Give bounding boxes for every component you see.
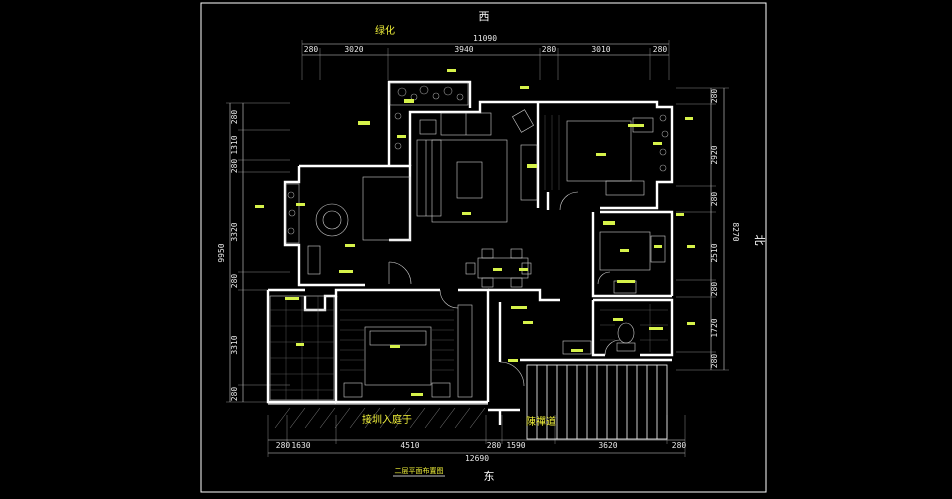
furniture (269, 85, 669, 401)
bottom-dimension-chain: 12690 280 1630 4510 280 1590 3620 280 (267, 415, 687, 463)
right-dim-seg: 2920 (710, 145, 719, 164)
walls (266, 80, 674, 425)
left-dim-seg: 280 (230, 159, 239, 174)
direction-bottom-label: 东 (484, 470, 495, 483)
bottom-dim-seg: 4510 (400, 441, 419, 450)
left-dimension-chain: 9950 280 1310 280 3320 280 3310 280 (217, 102, 290, 403)
bottom-dim-seg: 1630 (291, 441, 310, 450)
bottom-dim-seg: 1590 (506, 441, 525, 450)
bottom-dim-total: 12690 (465, 454, 489, 463)
right-dim-seg: 1720 (710, 318, 719, 337)
door-swings (388, 191, 621, 387)
top-dim-seg: 3010 (591, 45, 610, 54)
drawing-frame (200, 2, 767, 493)
left-dim-seg: 1310 (230, 135, 239, 154)
annotation-tags (255, 69, 695, 396)
top-dim-seg: 280 (304, 45, 319, 54)
left-dim-seg: 3320 (230, 222, 239, 241)
left-dim-seg: 280 (230, 274, 239, 289)
top-dim-total: 11090 (473, 34, 497, 43)
right-dim-seg: 280 (710, 354, 719, 369)
entrance-garden-label: 接圳入庭于 (362, 413, 412, 426)
right-dimension-chain: 8270 280 2920 280 2510 280 1720 280 (676, 87, 740, 371)
floor-hatching (270, 115, 668, 400)
garden-hatch (268, 403, 488, 429)
right-dim-seg: 280 (710, 282, 719, 297)
direction-right-label: 北 (753, 235, 766, 246)
right-dim-seg: 280 (710, 89, 719, 104)
right-dim-seg: 280 (710, 192, 719, 207)
bottom-dim-seg: 3620 (598, 441, 617, 450)
left-dim-seg: 280 (230, 387, 239, 402)
left-dim-total: 9950 (217, 243, 226, 262)
left-dim-seg: 280 (230, 110, 239, 125)
top-dim-seg: 280 (542, 45, 557, 54)
top-dim-seg: 3940 (454, 45, 473, 54)
stair-label: 陳禪道 (526, 415, 556, 428)
bottom-dim-seg: 280 (276, 441, 291, 450)
direction-top-label: 西 (479, 10, 490, 23)
bottom-dim-seg: 280 (487, 441, 502, 450)
right-dim-total: 8270 (731, 222, 740, 241)
bottom-dim-seg: 280 (672, 441, 687, 450)
drawing-title: 二层平面布置图 (395, 466, 444, 475)
stair-treads (526, 364, 668, 440)
greening-label: 绿化 (375, 24, 395, 37)
top-dim-seg: 280 (653, 45, 668, 54)
top-dim-seg: 3020 (344, 45, 363, 54)
top-dimension-chain: 11090 280 3020 3940 280 3010 280 (301, 34, 670, 80)
left-dim-seg: 3310 (230, 335, 239, 354)
right-dim-seg: 2510 (710, 243, 719, 262)
